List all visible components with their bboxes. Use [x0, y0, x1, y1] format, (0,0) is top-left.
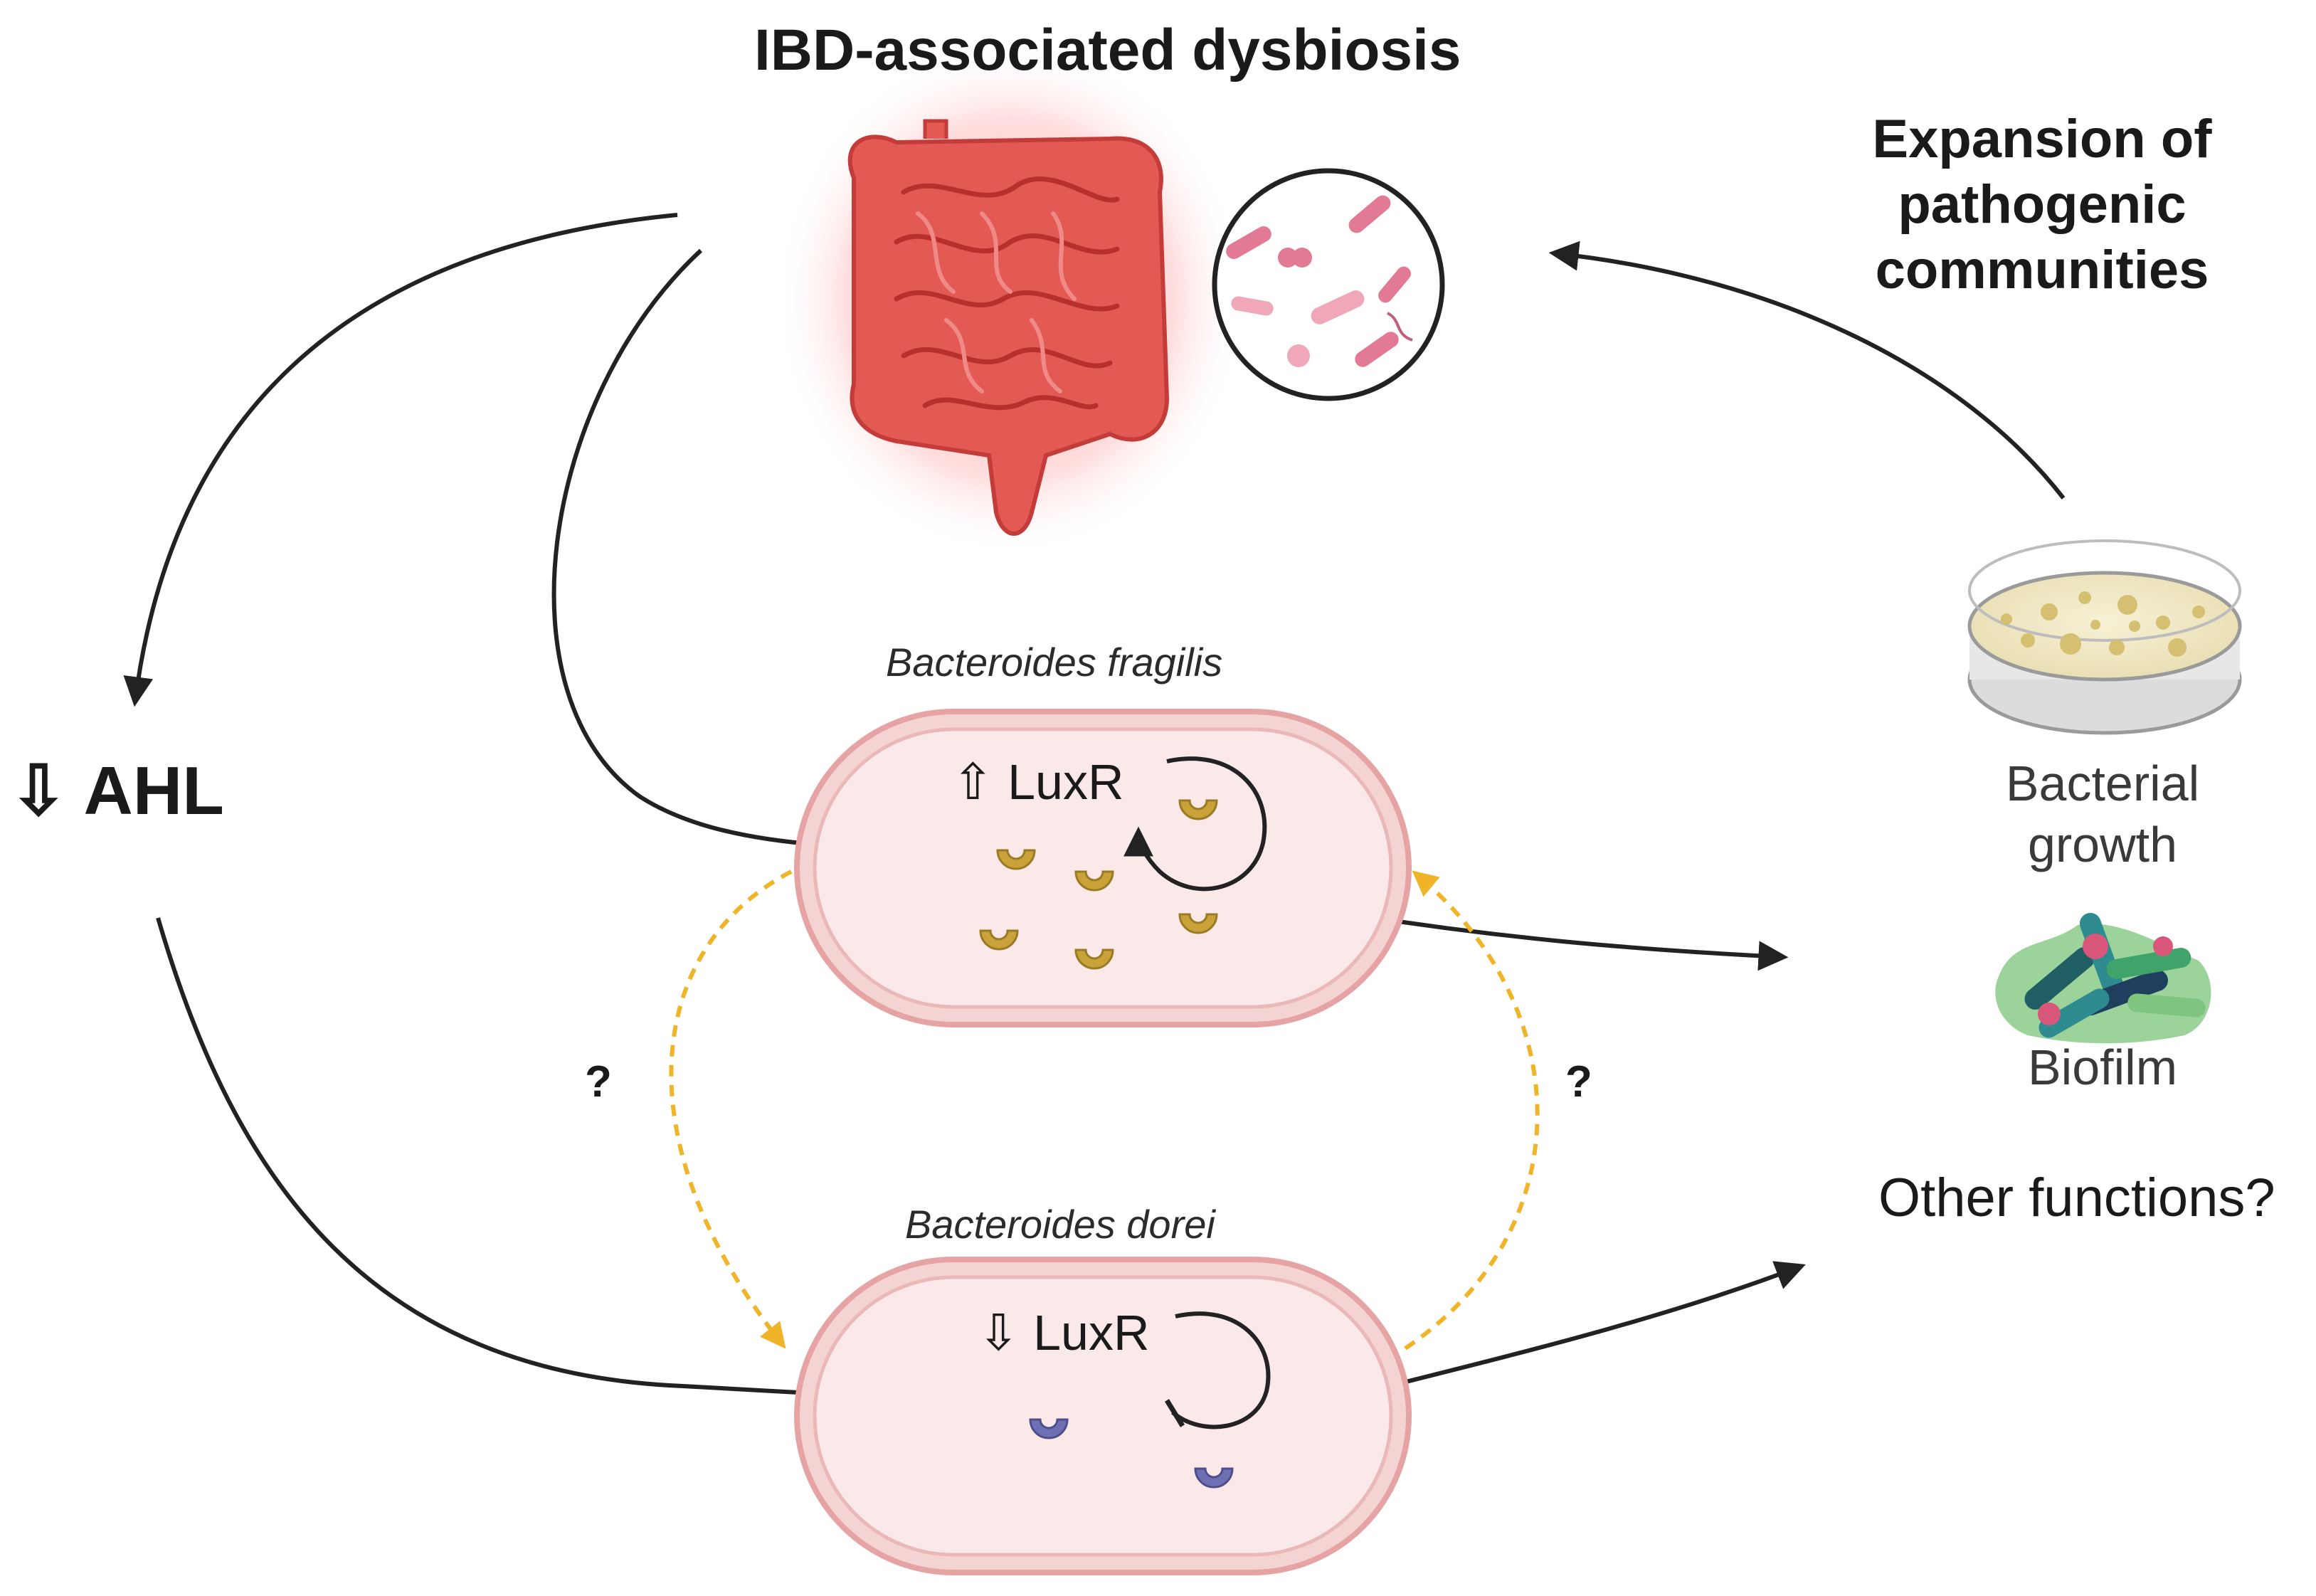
inhibition-ahl-to-dorei	[156, 917, 991, 1405]
luxr-receptor-icon	[1074, 948, 1114, 970]
bacteria-magnifier-icon	[1212, 168, 1445, 401]
dorei-species-label: Bacteroides dorei	[905, 1202, 1215, 1247]
dorei-cell	[794, 1257, 1412, 1575]
fragilis-luxr-label: ⇧ LuxR	[952, 754, 1124, 810]
dorei-luxr-label: ⇩ LuxR	[978, 1305, 1150, 1360]
question-mark-left: ?	[585, 1057, 612, 1106]
biofilm-label: Biofilm	[2027, 1040, 2178, 1095]
bacterial-growth-label: Bacterial growth	[2005, 756, 2200, 872]
fragilis-receptors	[979, 799, 1218, 970]
diagram-title: IBD-associated dysbiosis	[754, 18, 1461, 83]
luxr-receptor-icon	[996, 849, 1036, 870]
fragilis-cell	[794, 709, 1412, 1027]
expansion-label: Expansion of pathogenic communities	[1872, 109, 2212, 300]
feedback-loop-icon	[1123, 756, 1267, 892]
arrow-dysbiosis-to-ahl	[123, 213, 678, 707]
luxr-receptor-icon	[1178, 913, 1218, 934]
petri-dish-icon	[1967, 539, 2242, 735]
luxr-receptor-icon	[1074, 870, 1114, 892]
dashed-arrow-dorei-to-fragilis	[1404, 870, 1540, 1351]
other-functions-label: Other functions?	[1878, 1168, 2275, 1228]
question-mark-right: ?	[1565, 1057, 1592, 1106]
luxr-receptor-icon	[1194, 1467, 1234, 1489]
luxr-receptor-icon	[979, 929, 1019, 951]
dashed-arrow-fragilis-to-dorei	[669, 870, 793, 1349]
luxr-receptor-icon	[1029, 1418, 1069, 1439]
luxr-receptor-icon	[1178, 799, 1218, 820]
fragilis-species-label: Bacteroides fragilis	[886, 640, 1223, 685]
biofilm-icon	[1995, 913, 2211, 1044]
intestine-icon	[776, 43, 1245, 555]
dorei-receptors	[1029, 1418, 1234, 1489]
ahl-label: ⇩ AHL	[10, 753, 224, 829]
arrow-growth-to-expansion	[1548, 241, 2066, 500]
negative-loop-icon	[1171, 1311, 1271, 1429]
